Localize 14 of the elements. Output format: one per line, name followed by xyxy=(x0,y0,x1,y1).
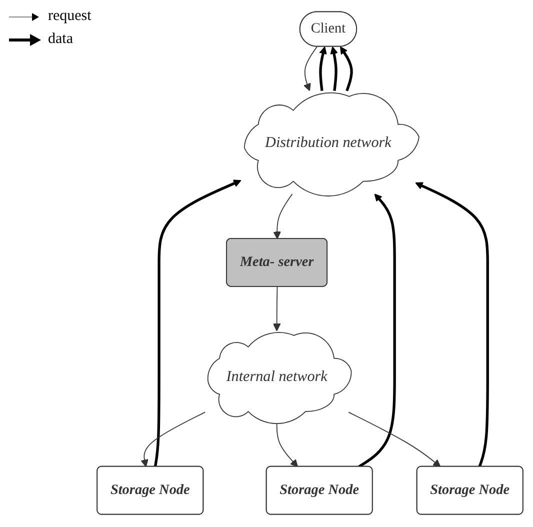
arrow xyxy=(303,46,318,92)
arrow xyxy=(154,180,242,467)
arrow xyxy=(140,412,206,468)
arrow xyxy=(272,286,281,332)
arrow xyxy=(358,194,396,468)
arrow xyxy=(276,421,298,468)
legend-label: data xyxy=(48,31,73,48)
arrow xyxy=(330,46,338,91)
arrow xyxy=(319,46,327,91)
arrow xyxy=(348,412,441,468)
arrow xyxy=(340,46,353,92)
arrow xyxy=(273,194,293,240)
legend-label: request xyxy=(48,8,92,25)
arrow xyxy=(415,182,489,468)
